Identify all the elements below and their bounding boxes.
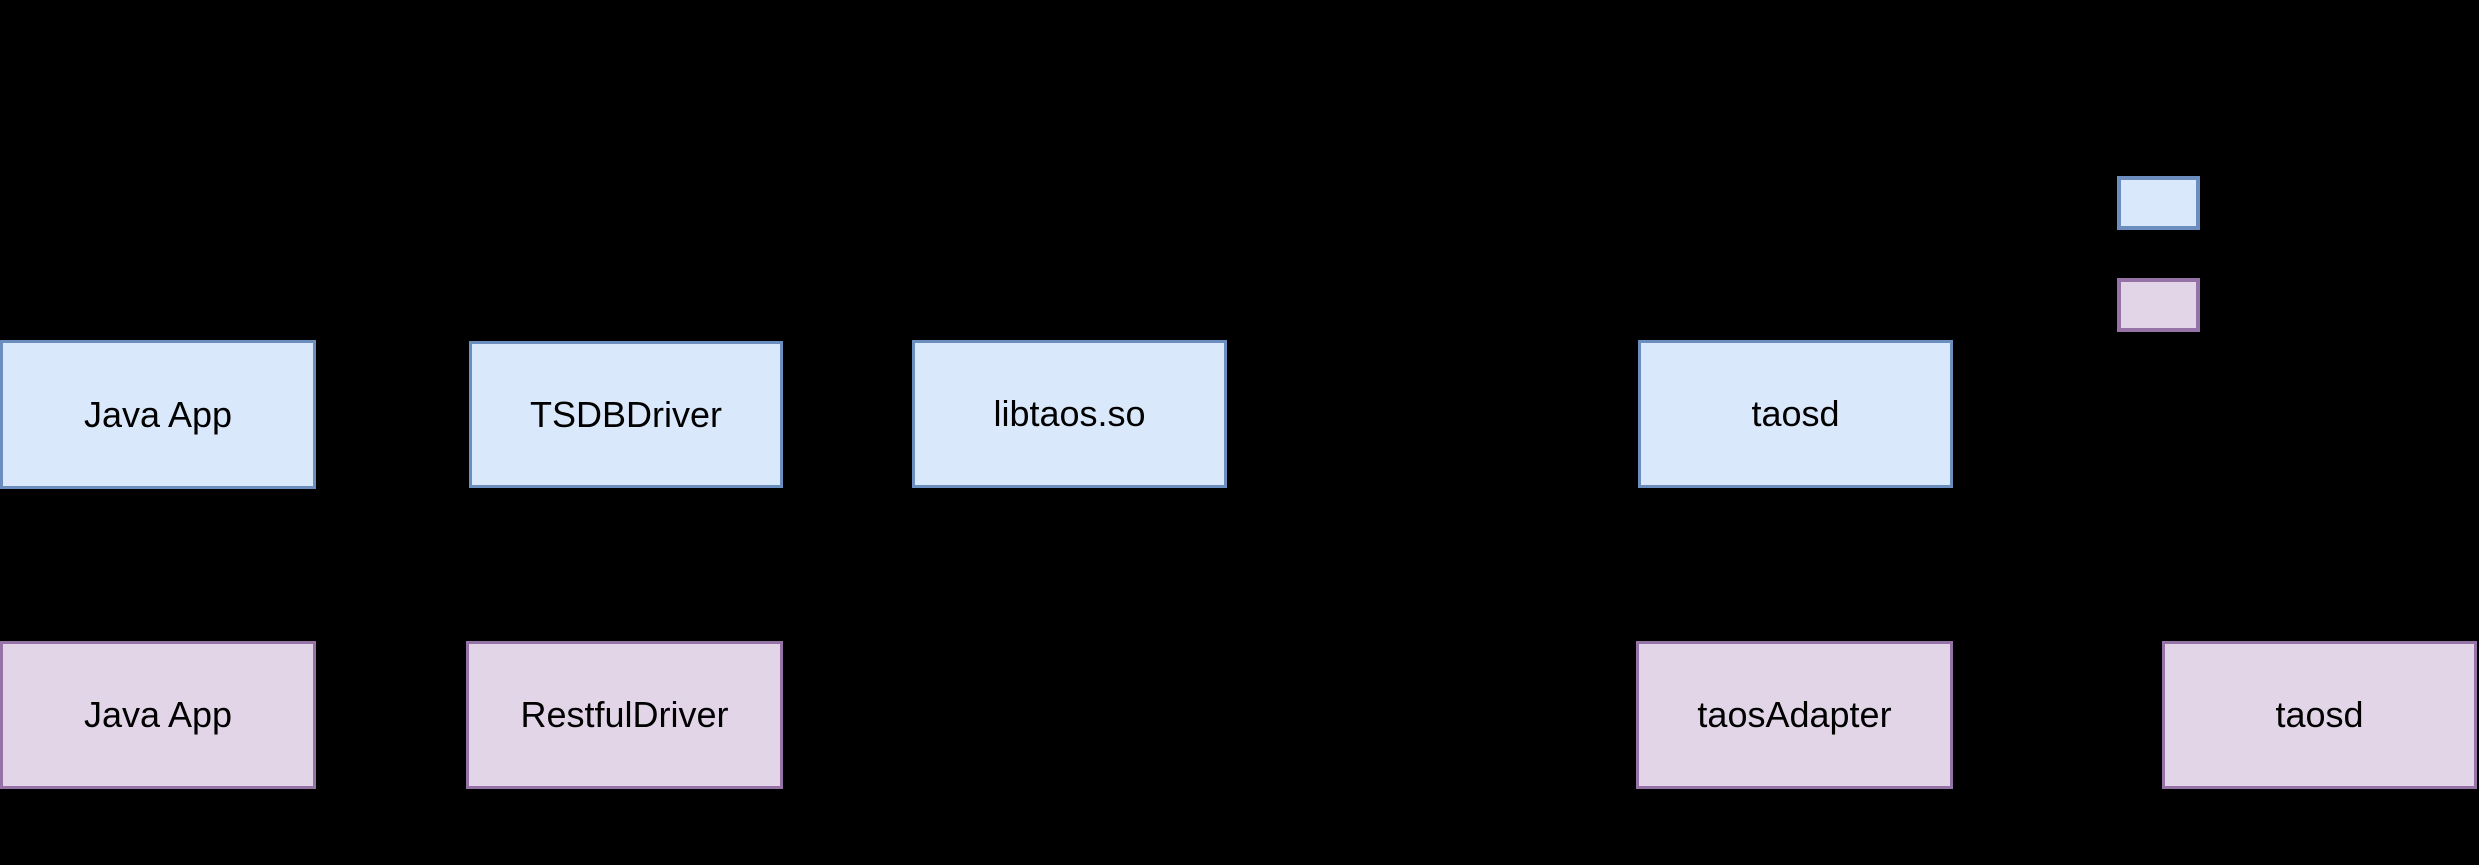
node-label: Java App: [83, 393, 233, 435]
node-label: RestfulDriver: [520, 694, 729, 735]
node-label: Java App: [83, 694, 233, 735]
legend-swatch-jni: [2117, 176, 2200, 230]
node-tsdb-driver: TSDBDriver: [469, 341, 783, 488]
legend-swatch-restful: [2117, 278, 2200, 332]
node-label: libtaos.so: [993, 393, 1146, 434]
node-taosd-restful: taosd: [2162, 641, 2477, 789]
node-label: taosAdapter: [1697, 694, 1892, 735]
node-label: taosd: [2275, 694, 2364, 735]
node-taosd-jni: taosd: [1638, 340, 1953, 488]
node-label: taosd: [1751, 393, 1840, 434]
node-java-app-jni: Java App: [0, 340, 316, 489]
node-taos-adapter: taosAdapter: [1636, 641, 1953, 789]
node-libtaos-so: libtaos.so: [912, 340, 1227, 488]
node-label: TSDBDriver: [529, 393, 722, 435]
node-java-app-restful: Java App: [0, 641, 316, 789]
node-restful-driver: RestfulDriver: [466, 641, 783, 789]
